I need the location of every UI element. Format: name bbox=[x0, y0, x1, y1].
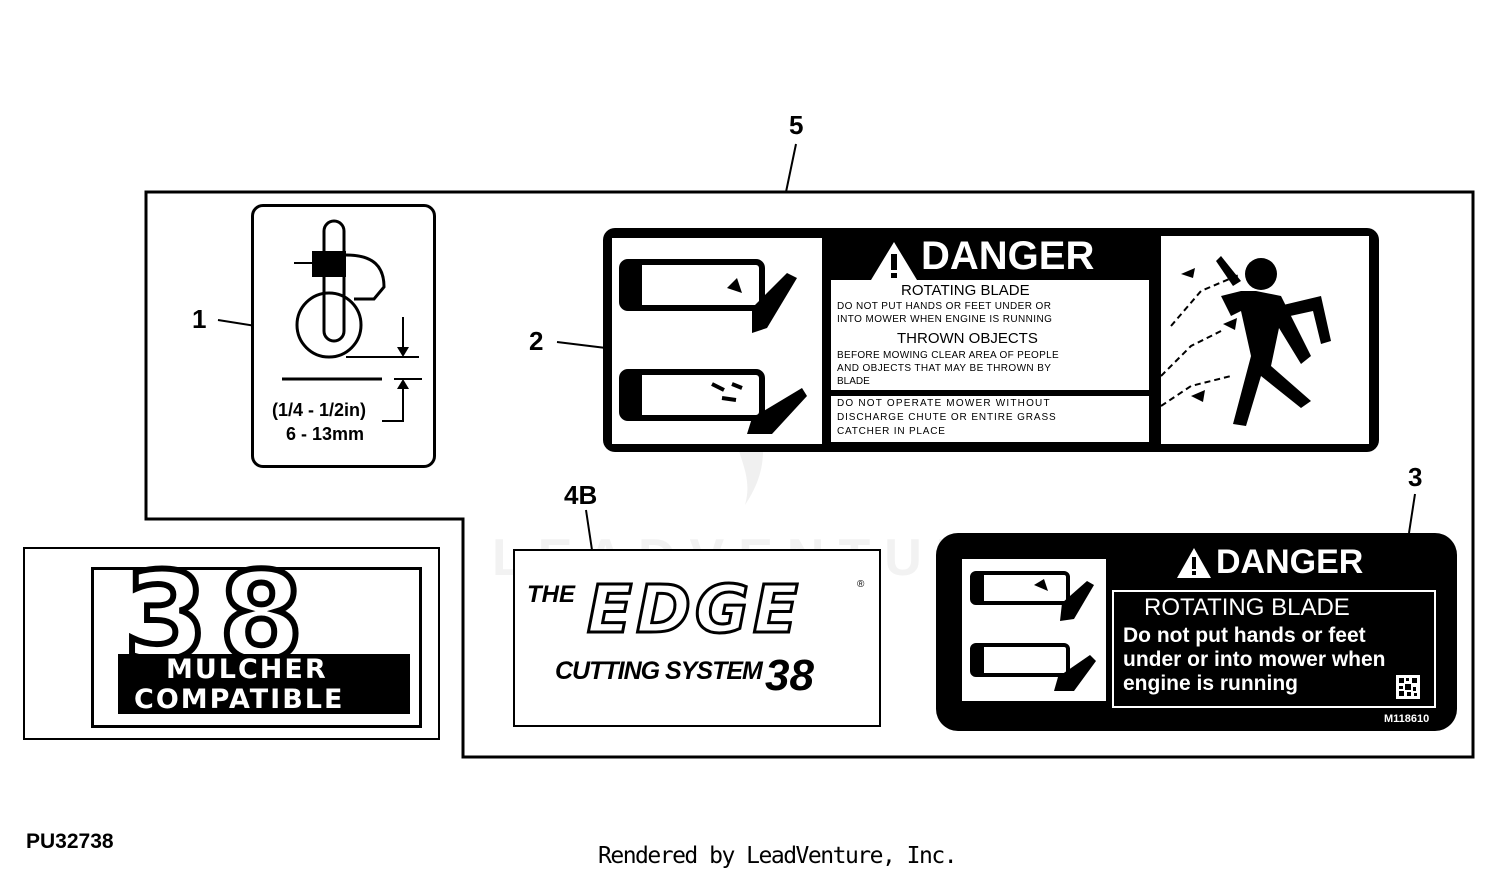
decal-4b-edge-logo: EDGE bbox=[585, 570, 803, 650]
decal-2-danger-large: DANGER ROTATING BLADE DO NOT PUT HANDS O… bbox=[603, 228, 1379, 452]
decal-4b-trademark: ® bbox=[857, 579, 865, 590]
decal-2-danger-title: DANGER bbox=[921, 234, 1095, 278]
chute-text-1: DO NOT OPERATE MOWER WITHOUT bbox=[837, 398, 1051, 409]
hand-under-deck-icon bbox=[619, 259, 807, 434]
decal-4a-mulcher: 38 MULCHER COMPATIBLE bbox=[23, 545, 440, 740]
decal-4a-line2: COMPATIBLE bbox=[134, 684, 345, 715]
thrown-objects-text-3: BLADE bbox=[837, 376, 870, 387]
decal-4b-system: CUTTING SYSTEM bbox=[555, 657, 763, 685]
decal-3-text-frame bbox=[1112, 590, 1436, 708]
callout-4b: 4B bbox=[564, 480, 598, 510]
callout-5: 5 bbox=[789, 110, 804, 140]
leader-2 bbox=[556, 341, 607, 349]
figure-id: PU32738 bbox=[26, 830, 114, 853]
thrown-objects-heading: THROWN OBJECTS bbox=[897, 330, 1038, 347]
rotating-blade-text-2: INTO MOWER WHEN ENGINE IS RUNNING bbox=[837, 314, 1053, 325]
callout-3: 3 bbox=[1408, 462, 1423, 492]
decal-2-text-panel: ROTATING BLADE DO NOT PUT HANDS OR FEET … bbox=[831, 280, 1149, 390]
rotating-blade-heading: ROTATING BLADE bbox=[901, 282, 1030, 299]
qr-code-icon bbox=[1396, 675, 1420, 699]
decal-2-hand-pictogram-panel bbox=[612, 238, 822, 444]
decal-2-thrown-object-panel bbox=[1160, 236, 1369, 444]
decal-1-height-gauge: (1/4 - 1/2in) 6 - 13mm bbox=[251, 204, 436, 468]
decal-3-hand-under-deck-icon bbox=[970, 571, 1096, 691]
leader-3 bbox=[1408, 493, 1416, 534]
callout-2: 2 bbox=[529, 326, 544, 356]
leader-4b bbox=[585, 509, 593, 551]
footer-credit: Rendered by LeadVenture, Inc. bbox=[598, 843, 958, 869]
decal-4a-banner bbox=[118, 654, 410, 714]
decal-4b-the: THE bbox=[527, 581, 575, 608]
decal-3-danger-small: DANGER ROTATING BLADE Do not put hands o… bbox=[936, 533, 1457, 731]
chute-text-2: DISCHARGE CHUTE OR ENTIRE GRASS bbox=[837, 412, 1057, 423]
decal-4a-inner-frame: 38 MULCHER COMPATIBLE bbox=[91, 545, 422, 728]
decal-3-text-1: Do not put hands or feet bbox=[1123, 624, 1366, 647]
person-hit-by-object-icon bbox=[1160, 256, 1331, 426]
decal-3-hand-pictogram-panel bbox=[962, 559, 1106, 701]
chute-text-3: CATCHER IN PLACE bbox=[837, 426, 946, 437]
decal-3-part-number: M118610 bbox=[1384, 713, 1430, 725]
rotating-blade-text-1: DO NOT PUT HANDS OR FEET UNDER OR bbox=[837, 301, 1052, 312]
decal-4a-line1: MULCHER bbox=[166, 654, 328, 685]
decal-3-text-2: under or into mower when bbox=[1123, 648, 1386, 671]
decal-3-text-3: engine is running bbox=[1123, 672, 1299, 695]
decal-3-warning-triangle-icon bbox=[1177, 548, 1211, 578]
decal-3-danger-title: DANGER bbox=[1216, 543, 1364, 581]
decal-4b-edge: THE EDGE ® CUTTING SYSTEM 38 bbox=[513, 549, 881, 727]
gauge-range-inches: (1/4 - 1/2in) bbox=[272, 400, 367, 420]
decal-sheet-outline bbox=[144, 190, 1475, 759]
leader-1 bbox=[217, 319, 257, 327]
warning-triangle-icon bbox=[871, 242, 917, 280]
decal-3-rotating-heading: ROTATING BLADE bbox=[1144, 594, 1350, 621]
leader-5 bbox=[785, 143, 797, 193]
thrown-objects-text-1: BEFORE MOWING CLEAR AREA OF PEOPLE bbox=[837, 350, 1059, 361]
callout-1: 1 bbox=[192, 304, 207, 334]
decal-2-chute-panel: DO NOT OPERATE MOWER WITHOUT DISCHARGE C… bbox=[831, 396, 1149, 442]
thrown-objects-text-2: AND OBJECTS THAT MAY BE THROWN BY bbox=[837, 363, 1052, 374]
gauge-range-mm: 6 - 13mm bbox=[286, 424, 365, 444]
decal-4b-number: 38 bbox=[765, 651, 814, 700]
gauge-wheel-icon bbox=[282, 219, 422, 422]
